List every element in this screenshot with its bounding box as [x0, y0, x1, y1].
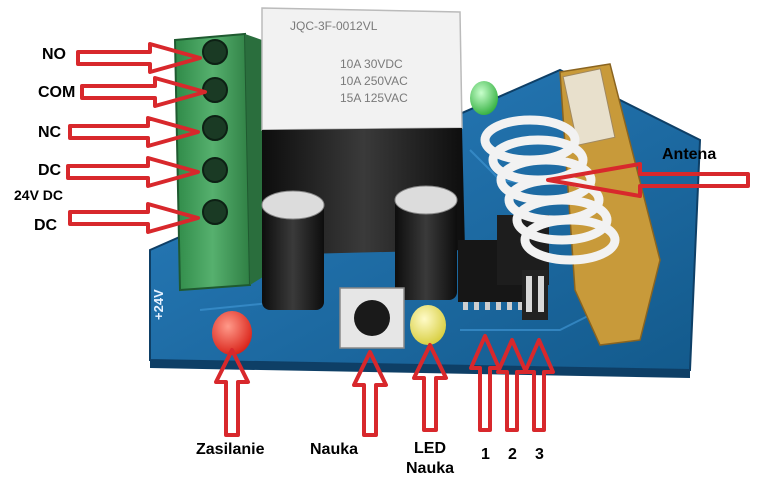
- capacitor-right: [394, 185, 458, 300]
- label-pin1: 1: [481, 446, 490, 463]
- arrow-nc: [68, 116, 200, 148]
- relay-text-4: 15A 125VAC: [340, 91, 408, 105]
- label-pin2: 2: [508, 446, 517, 463]
- label-dc-top: DC: [38, 162, 62, 179]
- learn-push-button: [339, 287, 405, 349]
- arrow-power: [214, 348, 250, 437]
- capacitor-left: [261, 190, 325, 310]
- arrow-dc-top: [66, 156, 200, 188]
- label-dc-bottom: DC: [34, 217, 58, 234]
- arrow-pin2: [496, 338, 528, 432]
- label-voltage: 24V DC: [14, 187, 64, 203]
- terminal-screws: [202, 39, 228, 225]
- arrow-pin3: [523, 338, 555, 432]
- label-led-line2: Nauka: [405, 460, 455, 477]
- arrow-no: [76, 42, 202, 74]
- relay-text-1: JQC-3F-0012VL: [290, 19, 378, 33]
- relay-text-2: 10A 30VDC: [340, 57, 403, 71]
- terminal-block: [173, 32, 266, 292]
- arrow-led-learn: [412, 343, 448, 432]
- green-led: [470, 81, 498, 115]
- yellow-learn-led: [410, 305, 446, 345]
- silkscreen-voltage: +24V: [151, 289, 166, 320]
- antenna-module: [559, 63, 661, 346]
- arrow-antenna: [546, 162, 750, 198]
- red-power-led: [212, 311, 252, 355]
- label-nc: NC: [38, 124, 62, 141]
- label-led-line1: LED: [414, 440, 446, 457]
- arrow-learn: [352, 350, 388, 437]
- label-com: COM: [38, 84, 76, 101]
- relay-text-3: 10A 250VAC: [340, 74, 408, 88]
- label-pin3: 3: [535, 446, 544, 463]
- arrow-pin1: [469, 334, 501, 432]
- label-no: NO: [42, 46, 66, 63]
- label-power: Zasilanie: [196, 441, 265, 458]
- antenna-coil: [480, 115, 620, 265]
- arrow-dc-bottom: [68, 202, 200, 234]
- jumper-pins: [522, 270, 548, 320]
- label-antenna: Antena: [662, 146, 717, 163]
- label-learn: Nauka: [310, 441, 359, 458]
- arrow-com: [80, 76, 207, 108]
